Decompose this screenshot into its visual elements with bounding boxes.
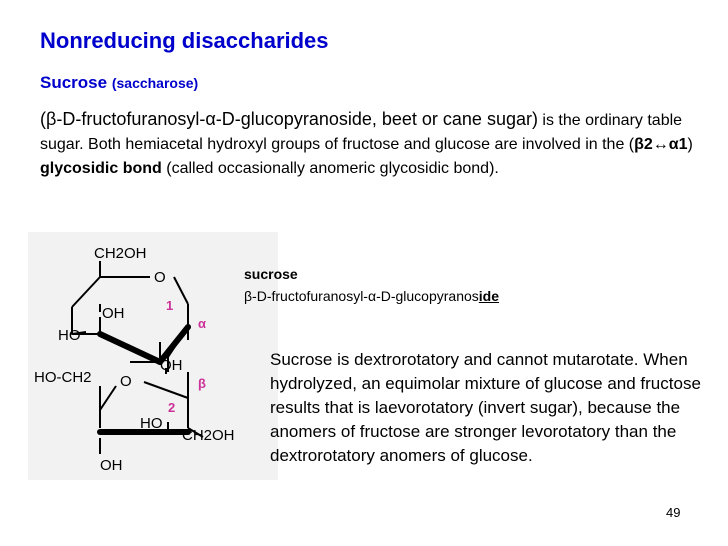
anomer-labels: 1 α β 2 [166, 298, 206, 415]
structure-caption-iupac-suffix: ide [478, 288, 500, 304]
glucose-oh2-label: OH [160, 357, 183, 374]
fructose-oh-label: OH [100, 457, 123, 474]
fructose-ring-bonds [99, 381, 204, 454]
glucose-ring-wedges [71, 324, 191, 365]
structure-caption-iupac-prefix: β-D-fructofuranosyl-α-D-glucopyranos [244, 288, 479, 304]
structure-atom-labels: CH2OH O OH HO OH HO-CH2 O HO CH2OH OH [34, 245, 235, 474]
carbon-1-label: 1 [166, 298, 173, 313]
beta-label: β [198, 376, 206, 391]
subtitle-main: Sucrose [40, 73, 108, 92]
fructose-ring-o-label: O [120, 373, 132, 390]
intro-text-2: ) [687, 136, 693, 153]
fructose-ch2oh-label: CH2OH [182, 427, 235, 444]
structure-caption-iupac: β-D-fructofuranosyl-α-D-glucopyranoside [244, 285, 499, 307]
glucose-ring-o-label: O [154, 269, 166, 286]
sucrose-description: Sucrose is dextrorotatory and cannot mut… [270, 350, 701, 465]
sucrose-structure-diagram: CH2OH O OH HO OH HO-CH2 O HO CH2OH OH 1 … [28, 232, 278, 480]
fructose-ho-ch2-label: HO-CH2 [34, 369, 92, 386]
glucose-ho4-label: HO [58, 327, 81, 344]
slide-title: Nonreducing disaccharides [40, 28, 329, 53]
structure-caption-name: sucrose [244, 266, 298, 282]
intro-text-1: is the ordinary table sugar. Both hemiac… [40, 112, 683, 153]
carbon-2-label: 2 [168, 400, 175, 415]
fructose-ho-label: HO [140, 415, 163, 432]
slide-subtitle: Sucrose (saccharose) [40, 73, 198, 93]
subtitle-alt-name: (saccharose) [111, 75, 199, 91]
structure-caption: sucrose β-D-fructofuranosyl-α-D-glucopyr… [244, 263, 499, 307]
page-number: 49 [666, 505, 681, 520]
intro-bond-term: glycosidic bond [40, 160, 162, 177]
alpha-label: α [198, 316, 206, 331]
glucose-oh3-label: OH [102, 305, 125, 322]
glucose-ch2oh-label: CH2OH [94, 245, 147, 262]
intro-bond-code: β2↔α1 [634, 136, 688, 153]
intro-paragraph: (β-D-fructofuranosyl-α-D-glucopyranoside… [40, 107, 710, 181]
intro-text-3: (called occasionally anomeric glycosidic… [161, 160, 499, 177]
intro-chemical-name: (β-D-fructofuranosyl-α-D-glucopyranoside… [40, 109, 538, 129]
